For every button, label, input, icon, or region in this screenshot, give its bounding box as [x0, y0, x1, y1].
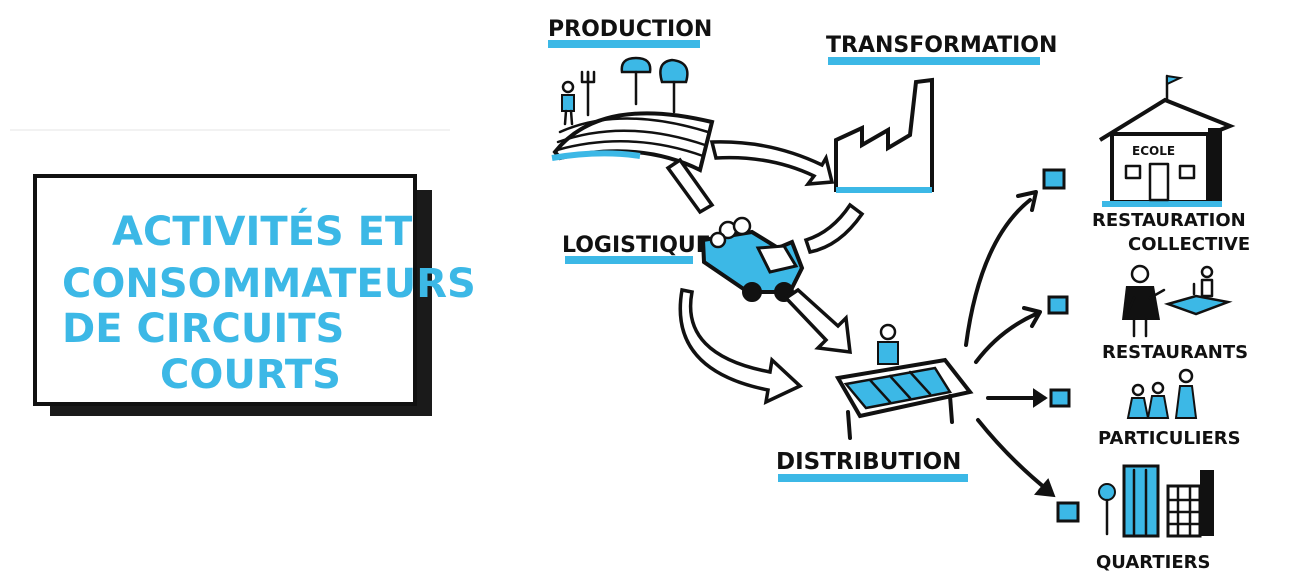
- connector-production-to-logistique: [665, 157, 715, 215]
- logistique-label: LOGISTIQUE: [562, 233, 711, 258]
- title-line-2: CONSOMMATEURS: [62, 261, 476, 307]
- tree-icon: [620, 56, 689, 114]
- quartiers-label: QUARTIERS: [1096, 552, 1210, 573]
- arrow-logistique-to-distribution-curved: [678, 287, 804, 406]
- arrowhead-restauration-collective: [1016, 190, 1038, 212]
- connector-transformation-to-logistique: [803, 202, 865, 255]
- transformation-label: TRANSFORMATION: [826, 33, 1057, 58]
- production-stage: PRODUCTION: [548, 17, 715, 173]
- title-line-3: DE CIRCUITS: [62, 306, 344, 352]
- field-icon: [551, 111, 715, 173]
- school-icon: ECOLE: [1098, 74, 1236, 207]
- factory-icon: [834, 77, 934, 193]
- arrow-logistique-to-distribution: [783, 287, 852, 355]
- particuliers-label: PARTICULIERS: [1098, 428, 1241, 449]
- school-sign: ECOLE: [1132, 144, 1175, 158]
- market-stall-icon: [834, 323, 974, 440]
- arrowhead-quartiers: [1034, 478, 1056, 498]
- production-label: PRODUCTION: [548, 17, 712, 42]
- arrow-to-restauration-collective: [964, 198, 1032, 347]
- truck-icon: [700, 216, 805, 302]
- logistique-stage: LOGISTIQUE: [562, 216, 805, 302]
- consumer-square-1: [1042, 168, 1066, 190]
- arrow-to-quartiers: [976, 418, 1052, 494]
- restaurant-icon: [1122, 264, 1233, 338]
- logistique-underline: [565, 256, 693, 264]
- title-line-1: ACTIVITÉS ET: [112, 207, 413, 255]
- title-box: ACTIVITÉS ET CONSOMMATEURS DE CIRCUITS C…: [33, 174, 476, 416]
- transformation-underline: [828, 57, 1040, 65]
- restauration-collective-line-2: COLLECTIVE: [1128, 234, 1250, 255]
- consumer-square-2: [1047, 295, 1069, 315]
- people-icon: [1126, 368, 1198, 419]
- buildings-icon: [1098, 464, 1214, 538]
- arrow-to-restaurants: [974, 312, 1038, 364]
- distribution-underline: [778, 474, 968, 482]
- transformation-stage: TRANSFORMATION: [826, 33, 1057, 193]
- production-underline: [548, 40, 700, 48]
- arrowhead-particuliers: [1033, 388, 1048, 408]
- title-line-4: COURTS: [160, 352, 341, 398]
- distribution-stage: DISTRIBUTION: [776, 323, 974, 482]
- farmer-icon: [561, 70, 596, 126]
- arrow-production-to-transformation: [709, 140, 835, 187]
- distribution-label: DISTRIBUTION: [776, 449, 961, 475]
- title-box-frame: [33, 174, 417, 406]
- restaurants-label: RESTAURANTS: [1102, 342, 1248, 363]
- consumer-square-3: [1049, 388, 1071, 408]
- restauration-collective-line-1: RESTAURATION: [1092, 210, 1246, 231]
- arrowhead-restaurants: [1022, 306, 1042, 328]
- consumer-square-4: [1056, 501, 1080, 523]
